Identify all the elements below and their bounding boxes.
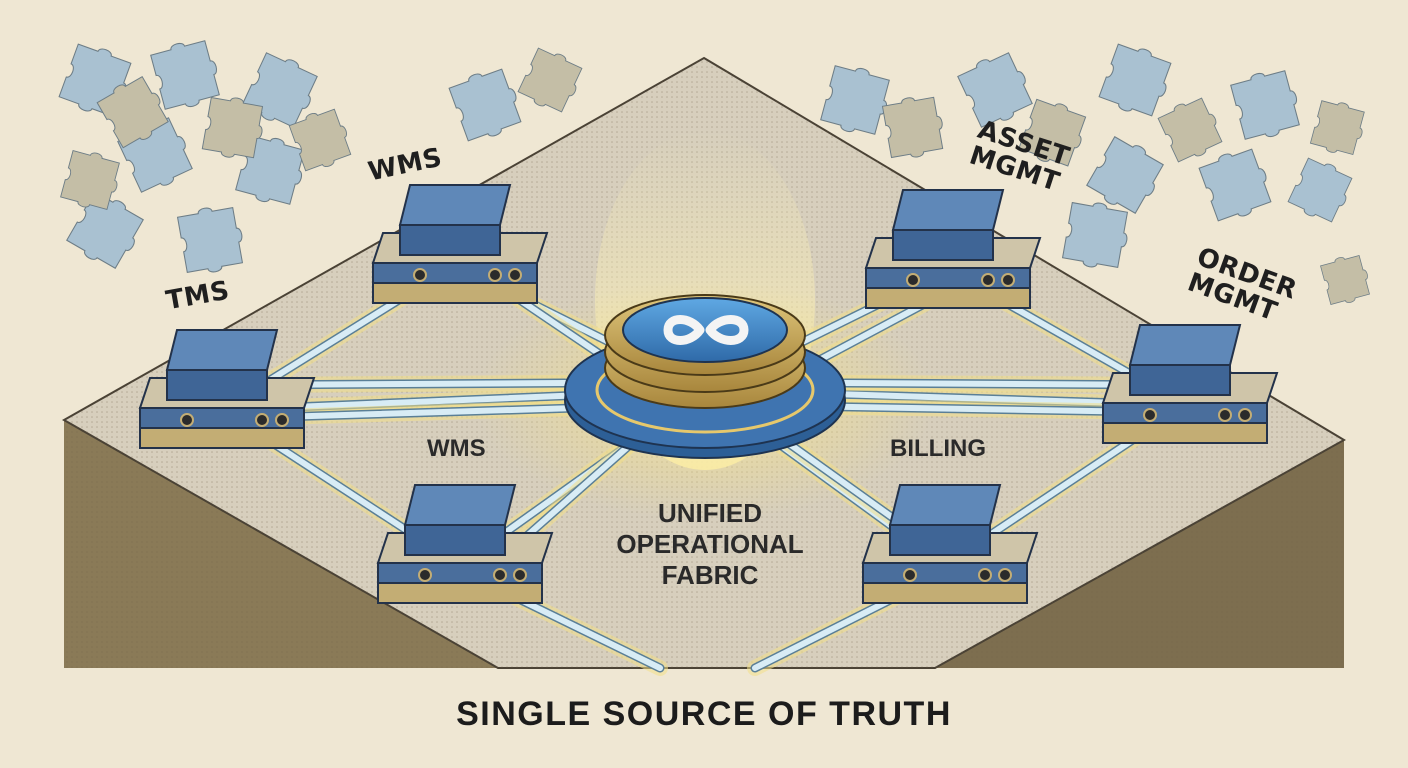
node-label-wms-bottom: WMS	[427, 435, 486, 462]
module-wms-bottom	[376, 484, 554, 604]
hub-disc	[564, 294, 846, 459]
module-tms	[138, 329, 316, 449]
module-billing	[861, 484, 1039, 604]
infinity-link-icon	[663, 315, 749, 345]
module-order-mgmt	[1101, 324, 1279, 444]
footer-title: SINGLE SOURCE OF TRUTH	[456, 695, 952, 733]
module-wms-top	[371, 184, 549, 304]
node-label-billing: BILLING	[890, 435, 986, 462]
module-asset-mgmt	[864, 189, 1042, 309]
system-modules	[138, 184, 1279, 604]
hub-label: UNIFIED OPERATIONAL FABRIC	[616, 498, 804, 591]
